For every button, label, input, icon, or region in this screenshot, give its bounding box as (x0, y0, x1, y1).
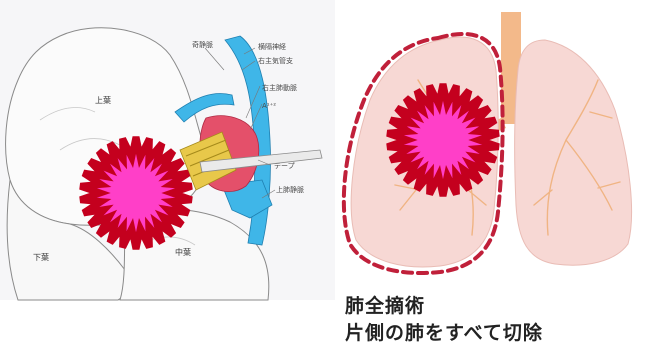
label-right-main-bronchus: 右主気管支 (258, 56, 293, 65)
remaining-lung (515, 40, 632, 265)
label-right-main-pulmonary-artery: 右主肺動脈 (262, 83, 297, 92)
tumor-marker-left (80, 137, 191, 249)
label-upper-lobe: 上葉 (95, 95, 111, 105)
label-middle-lobe: 中葉 (175, 247, 191, 257)
tumor-marker-right (387, 84, 498, 196)
label-lower-lobe: 下葉 (33, 252, 49, 262)
label-phrenic-nerve: 横隔神経 (258, 42, 286, 51)
label-tape: テープ (274, 162, 295, 170)
right-lungs-diagram (344, 12, 632, 273)
procedure-title: 肺全摘術 (345, 291, 645, 318)
procedure-description: 片側の肺をすべて切除 (345, 318, 645, 345)
left-anatomy-diagram: 奇静脈 横隔神経 右主気管支 右主肺動脈 A¹⁺² テープ 上肺静脈 上葉 中葉… (0, 0, 335, 300)
label-superior-pulmonary-vein: 上肺静脈 (276, 185, 304, 194)
label-azygos-vein: 奇静脈 (192, 40, 213, 49)
label-a-branch: A¹⁺² (262, 102, 276, 110)
